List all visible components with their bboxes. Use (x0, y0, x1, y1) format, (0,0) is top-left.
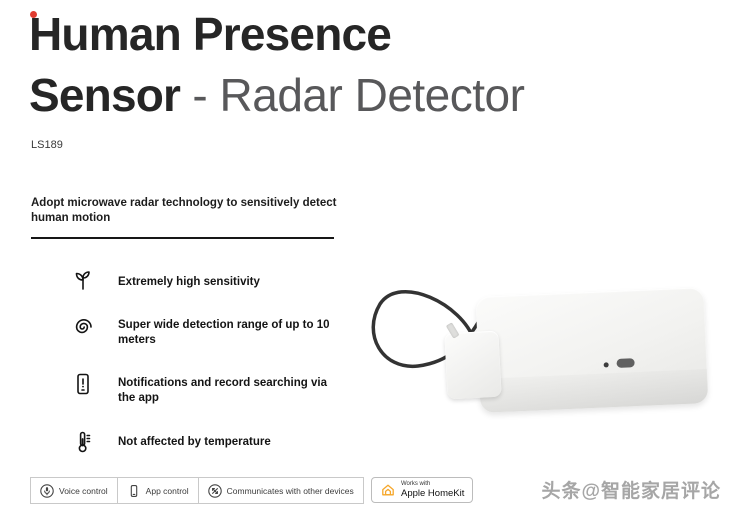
feature-text-temperature: Not affected by temperature (118, 436, 271, 448)
title-line1: Human Presence (29, 8, 392, 60)
title-line2: Sensor - Radar Detector (29, 65, 525, 126)
section-divider (31, 237, 334, 239)
phone-notification-icon (70, 371, 96, 397)
page-title: Human Presence Sensor - Radar Detector (29, 4, 525, 126)
thermometer-icon (70, 429, 96, 455)
microphone-icon (40, 483, 54, 498)
chip-label: Voice control (59, 485, 108, 496)
homekit-name: Apple HomeKit (401, 488, 465, 500)
app-phone-icon (130, 484, 137, 497)
red-dot (30, 11, 37, 18)
feature-text-range: Super wide detection range of up to 10 m… (118, 319, 330, 346)
product-photo (360, 252, 733, 467)
watermark-text: 头条@智能家居评论 (541, 481, 721, 502)
homekit-house-icon (382, 484, 394, 496)
sensitivity-sprout-icon (70, 267, 96, 293)
interconnect-icon (207, 483, 222, 498)
detection-range-spiral-icon (70, 314, 96, 340)
device-led (603, 362, 609, 368)
homekit-works-with: Works with (401, 481, 431, 488)
chip-interconnect: Communicates with other devices (199, 478, 363, 503)
chip-app-control: App control (118, 478, 199, 503)
homekit-text: Works with Apple HomeKit (401, 481, 464, 499)
title-line2-light: - Radar Detector (180, 69, 525, 121)
radar-sensor-device (475, 287, 709, 413)
feature-text-sensitivity: Extremely high sensitivity (118, 276, 260, 288)
device-usb-port (616, 358, 635, 368)
capability-chips: Voice control App control Communicates w… (30, 477, 364, 504)
feature-text-notifications: Notifications and record searching via t… (118, 377, 327, 404)
homekit-badge: Works with Apple HomeKit (371, 477, 474, 503)
title-line2-bold: Sensor (29, 69, 181, 121)
chip-label: App control (145, 485, 189, 496)
chip-label: Communicates with other devices (226, 485, 354, 496)
section-heading: Adopt microwave radar technology to sens… (31, 197, 337, 224)
chip-voice-control: Voice control (31, 478, 118, 503)
power-plug (444, 322, 502, 400)
model-number: LS189 (31, 139, 63, 151)
